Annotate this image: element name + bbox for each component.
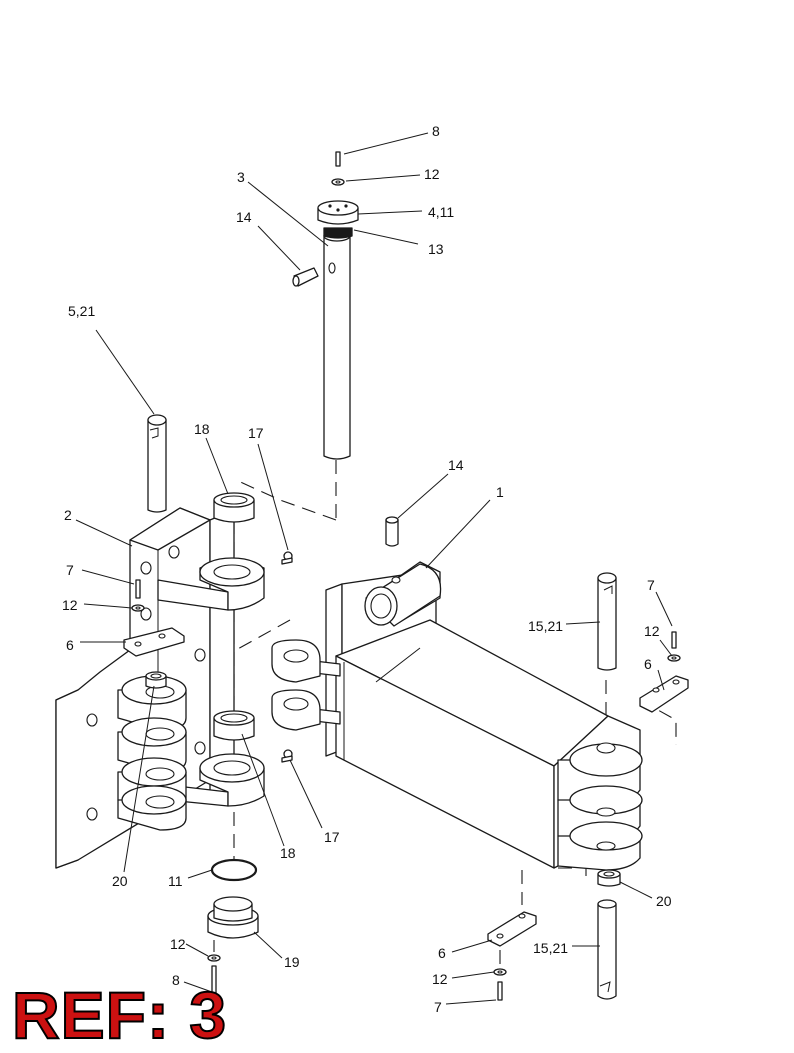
callout-12-bottom: 12: [170, 936, 186, 952]
leader-lines: [75, 132, 673, 1005]
callout-6-bottom: 6: [438, 945, 446, 961]
lower-hinge-lug: [167, 753, 265, 807]
top-washer-and-screw: [331, 151, 345, 186]
callout-4-11: 4,11: [428, 204, 454, 220]
lower-bushing: [213, 710, 255, 741]
callout-8-top: 8: [432, 123, 440, 139]
callout-12-right: 12: [644, 623, 660, 639]
middle-dowel-pin: [385, 516, 399, 547]
callout-20-right: 20: [656, 893, 672, 909]
bottom-retainer-hardware: [487, 911, 537, 1001]
right-hinge-pin-bottom: [597, 899, 617, 1000]
callout-18-bottom: 18: [280, 845, 296, 861]
callout-7-left: 7: [66, 562, 74, 578]
left-hinge-pin: [147, 414, 167, 513]
o-ring: [210, 858, 258, 882]
bottom-washer-and-screw: [207, 954, 221, 1001]
left-spacer-washer: [145, 671, 167, 689]
callout-8-bottom: 8: [172, 972, 180, 988]
bottom-end-cap: [207, 896, 259, 939]
callout-6-right: 6: [644, 656, 652, 672]
callout-12-bottom-right: 12: [432, 971, 448, 987]
callout-labels: 8 12 3 4,11 13 14 5,21 18 17 2 14 1 7 12…: [62, 123, 672, 1015]
callout-14-mid: 14: [448, 457, 464, 473]
shaft-end-cap: [317, 200, 359, 239]
callout-11: 11: [168, 873, 183, 889]
body-top-tube: [364, 561, 442, 627]
body-hinge-lugs: [271, 639, 341, 731]
callout-19: 19: [284, 954, 300, 970]
callout-15-21-bottom: 15,21: [533, 940, 568, 956]
callout-14-top: 14: [236, 209, 252, 225]
callout-13: 13: [428, 241, 444, 257]
right-spacer-washer: [597, 869, 621, 887]
callout-1: 1: [496, 484, 504, 500]
callout-2: 2: [64, 507, 72, 523]
callout-7-right: 7: [647, 577, 655, 593]
grease-fitting-lower: [281, 749, 293, 763]
top-dowel-pin: [292, 267, 319, 287]
callout-15-21-top: 15,21: [528, 618, 563, 634]
reference-label: REF: 3: [11, 978, 228, 1052]
grease-fitting-upper: [281, 551, 293, 565]
callout-6-left: 6: [66, 637, 74, 653]
callout-12-left: 12: [62, 597, 78, 613]
upper-hinge-lug: [157, 557, 265, 611]
upper-bushing: [213, 492, 255, 523]
right-hinge-pin-top: [597, 572, 617, 671]
callout-3: 3: [237, 169, 245, 185]
vertical-shaft: [323, 230, 351, 460]
callout-18-top: 18: [194, 421, 210, 437]
right-retainer-hardware: [639, 631, 689, 713]
callout-17-bottom: 17: [324, 829, 340, 845]
callout-17-top: 17: [248, 425, 264, 441]
callout-5-21: 5,21: [68, 303, 95, 319]
callout-20-left: 20: [112, 873, 128, 889]
callout-12-top: 12: [424, 166, 440, 182]
right-knuckle-stack: [557, 742, 643, 871]
callout-7-bottom: 7: [434, 999, 442, 1015]
left-retainer-hardware: [123, 579, 185, 657]
